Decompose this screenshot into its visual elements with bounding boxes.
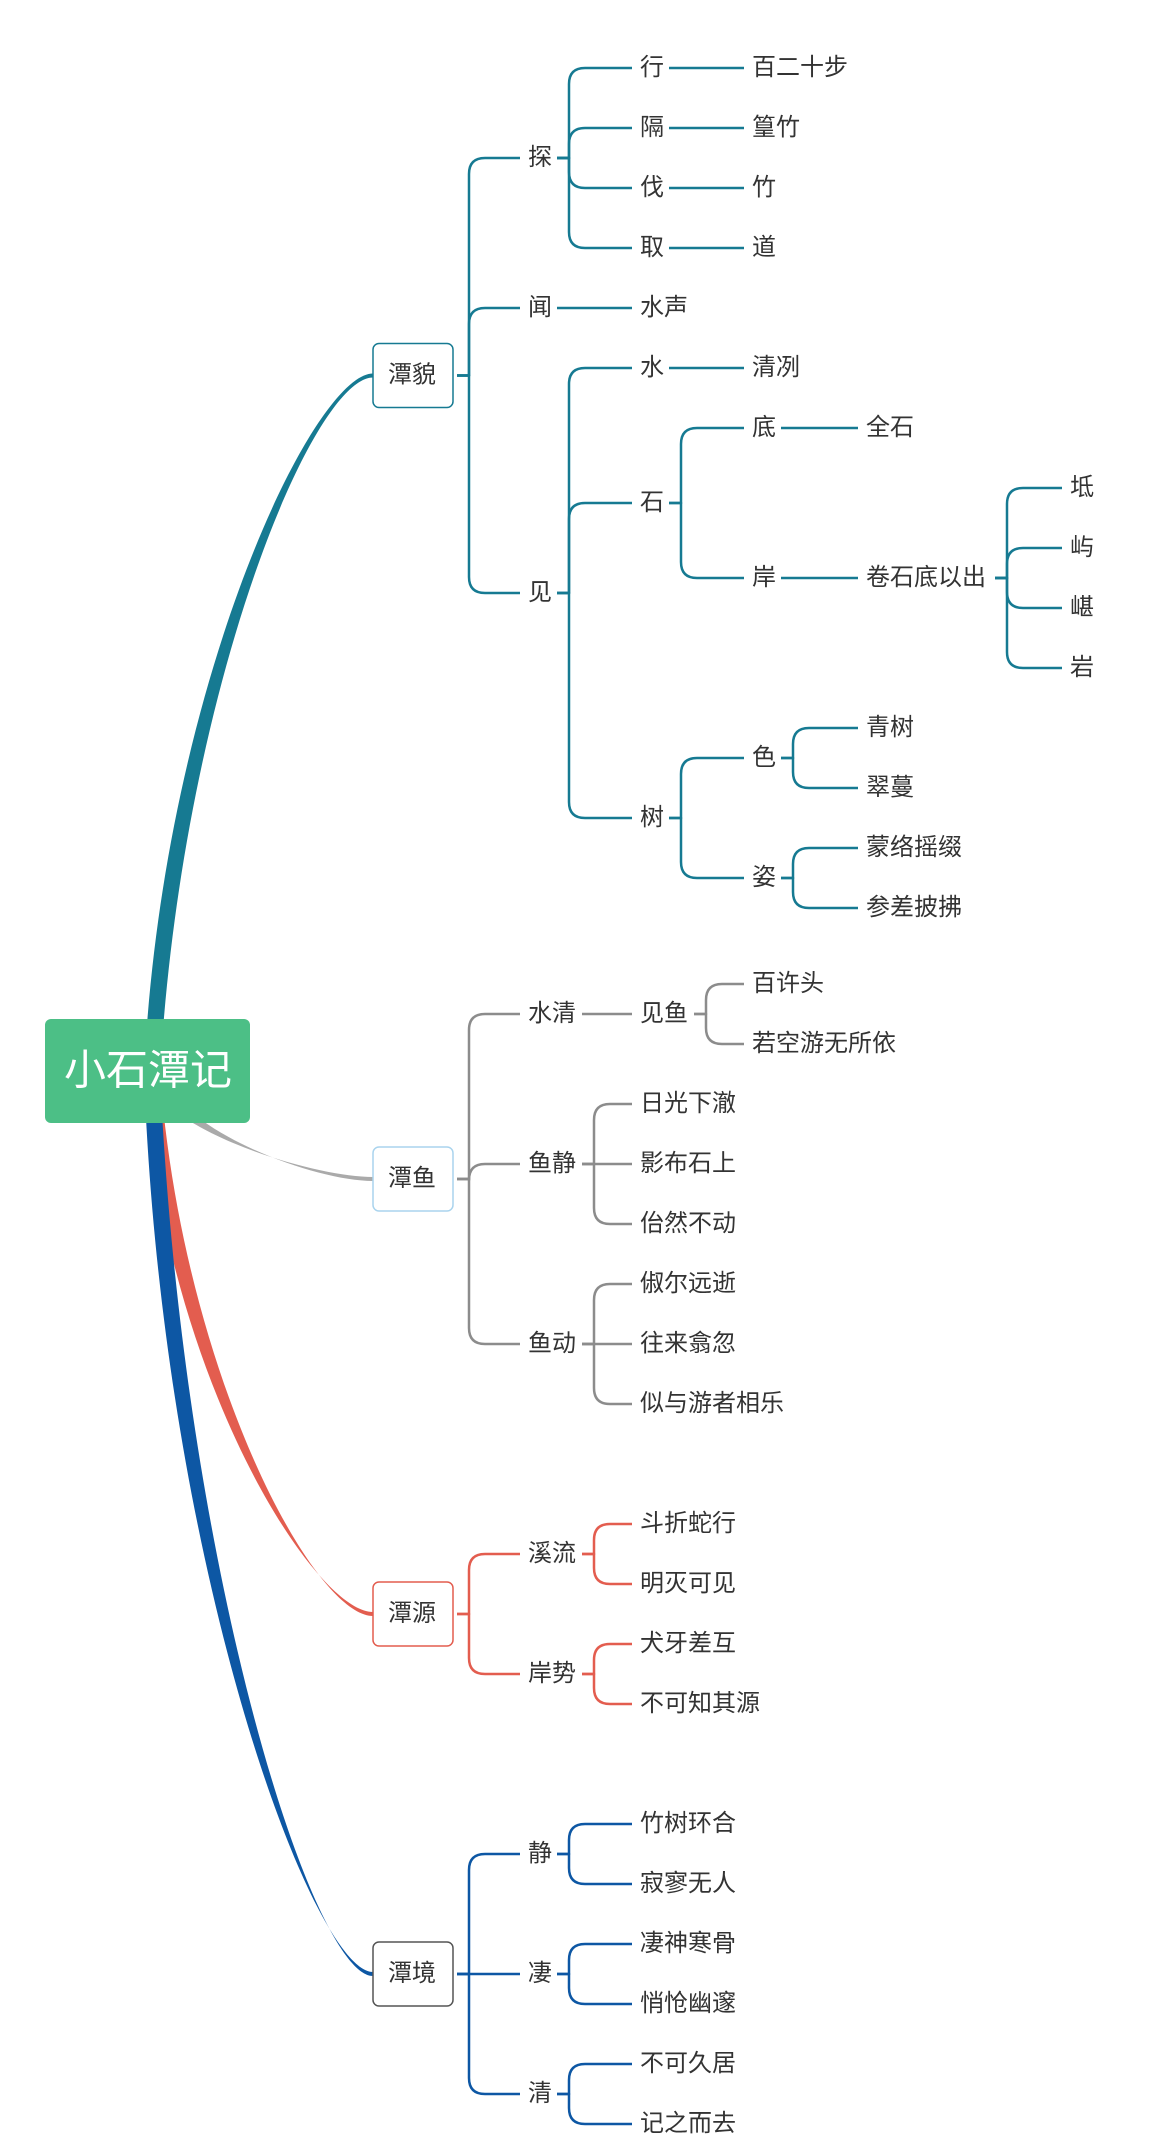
topic-0-2-2-0-0: 青树 <box>866 713 914 741</box>
main-branch-connectors <box>144 373 373 1976</box>
branch-label: 潭境 <box>388 1959 436 1987</box>
topic-0-2-1: 石 <box>640 488 664 516</box>
topic-1-0: 水清 <box>528 999 576 1027</box>
topic-1-0-0-0: 百许头 <box>752 969 824 997</box>
topic-0-2-1-1-0-2: 嵁 <box>1070 593 1094 621</box>
topic-1-2: 鱼动 <box>528 1329 576 1357</box>
topic-0-0-2: 伐 <box>640 173 664 201</box>
topic-0-2-0-0: 清冽 <box>752 353 800 381</box>
topic-0-1: 闻 <box>528 293 552 321</box>
topic-1-1-0: 日光下澈 <box>640 1089 736 1117</box>
topic-0-0-2-0: 竹 <box>752 173 776 201</box>
branch-topic-2[interactable]: 潭源 <box>372 1581 454 1647</box>
branch-label: 潭源 <box>388 1599 436 1627</box>
topic-3-2-0: 不可久居 <box>640 2049 736 2077</box>
topic-1-1-1: 影布石上 <box>640 1149 736 1177</box>
topic-1-2-2: 似与游者相乐 <box>640 1389 784 1417</box>
topic-0-0-0-0: 百二十步 <box>752 53 848 81</box>
topic-0-0: 探 <box>528 143 552 171</box>
root-topic[interactable]: 小石潭记 <box>45 1019 250 1123</box>
sub-branch-connectors <box>457 66 1062 2126</box>
topic-1-0-0-1: 若空游无所依 <box>752 1029 896 1057</box>
root-title: 小石潭记 <box>64 1046 232 1095</box>
topic-3-2: 清 <box>528 2079 552 2107</box>
topic-0-2-2: 树 <box>640 803 664 831</box>
topic-2-0-0: 斗折蛇行 <box>640 1509 736 1537</box>
topic-0-2-1-1: 岸 <box>752 563 776 591</box>
branch-box <box>372 1146 454 1212</box>
topic-3-1-1: 悄怆幽邃 <box>640 1989 736 2017</box>
branch-box <box>372 342 454 409</box>
topic-0-2-0: 水 <box>640 353 664 381</box>
topic-0-2-1-0: 底 <box>752 413 776 441</box>
topic-0-1-0: 水声 <box>640 293 688 321</box>
branch-box <box>372 1581 454 1647</box>
topic-0-2-2-1-1: 参差披拂 <box>866 893 962 921</box>
root-box <box>45 1019 250 1123</box>
topic-0-2-1-0-0: 全石 <box>866 413 914 441</box>
topic-3-1-0: 凄神寒骨 <box>640 1929 736 1957</box>
topic-1-2-0: 俶尔远逝 <box>640 1269 736 1297</box>
topic-0-2-1-1-0: 卷石底以出 <box>866 563 986 591</box>
topic-1-0-0: 见鱼 <box>640 999 688 1027</box>
topic-1-1-2: 佁然不动 <box>640 1209 736 1237</box>
topic-2-1: 岸势 <box>528 1659 576 1687</box>
topic-2-1-0: 犬牙差互 <box>640 1629 736 1657</box>
topic-0-0-0: 行 <box>640 53 664 81</box>
main-branch-link-0 <box>144 373 373 1073</box>
topic-0-2-2-1-0: 蒙络摇缀 <box>866 833 962 861</box>
main-branch-link-3 <box>144 1073 373 1976</box>
branch-topic-3[interactable]: 潭境 <box>372 1941 454 2007</box>
topic-0-2: 见 <box>528 578 552 606</box>
topic-0-2-2-0: 色 <box>752 743 776 771</box>
topic-0-0-3: 取 <box>640 233 664 261</box>
topic-3-0-0: 竹树环合 <box>640 1809 736 1837</box>
topic-0-2-1-1-0-1: 屿 <box>1070 533 1094 561</box>
topic-0-2-1-1-0-3: 岩 <box>1070 653 1094 681</box>
topic-3-0: 静 <box>528 1839 552 1867</box>
branch-box <box>372 1941 454 2007</box>
branch-topic-1[interactable]: 潭鱼 <box>372 1146 454 1212</box>
topic-3-1: 凄 <box>528 1959 552 1987</box>
topic-3-2-1: 记之而去 <box>640 2109 736 2134</box>
topic-2-0: 溪流 <box>528 1539 576 1567</box>
topic-1-2-1: 往来翕忽 <box>640 1329 736 1357</box>
topic-0-2-2-1: 姿 <box>752 863 776 891</box>
topic-2-0-1: 明灭可见 <box>640 1569 736 1597</box>
topic-0-0-1-0: 篁竹 <box>752 113 800 141</box>
branch-label: 潭鱼 <box>388 1164 436 1192</box>
topic-0-2-2-0-1: 翠蔓 <box>866 773 914 801</box>
topic-3-0-1: 寂寥无人 <box>640 1869 736 1897</box>
branch-topic-0[interactable]: 潭貌 <box>372 342 454 409</box>
topic-1-1: 鱼静 <box>528 1149 576 1177</box>
topic-0-0-1: 隔 <box>640 113 664 141</box>
topic-2-1-1: 不可知其源 <box>640 1689 760 1717</box>
topic-0-2-1-1-0-0: 坻 <box>1070 473 1094 501</box>
branch-label: 潭貌 <box>388 361 436 389</box>
topic-0-0-3-0: 道 <box>752 233 776 261</box>
